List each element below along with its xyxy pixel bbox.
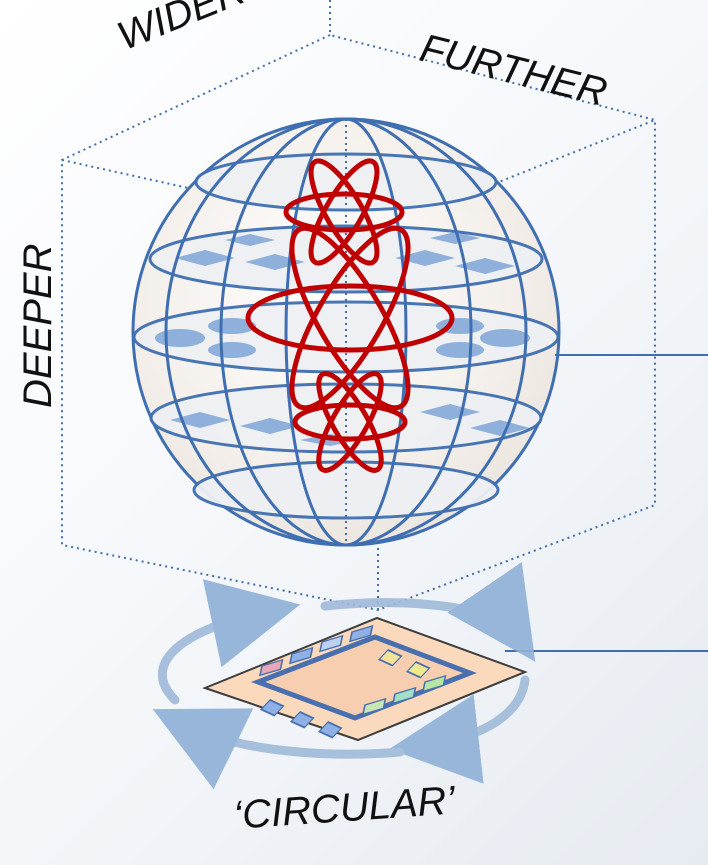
chip-icon bbox=[202, 616, 528, 742]
atom-icon bbox=[245, 225, 455, 411]
circular-arrow-icon bbox=[152, 562, 536, 790]
label-deeper: DEEPER bbox=[16, 243, 60, 409]
atom-icon bbox=[292, 371, 408, 473]
atom-icon bbox=[283, 158, 405, 266]
